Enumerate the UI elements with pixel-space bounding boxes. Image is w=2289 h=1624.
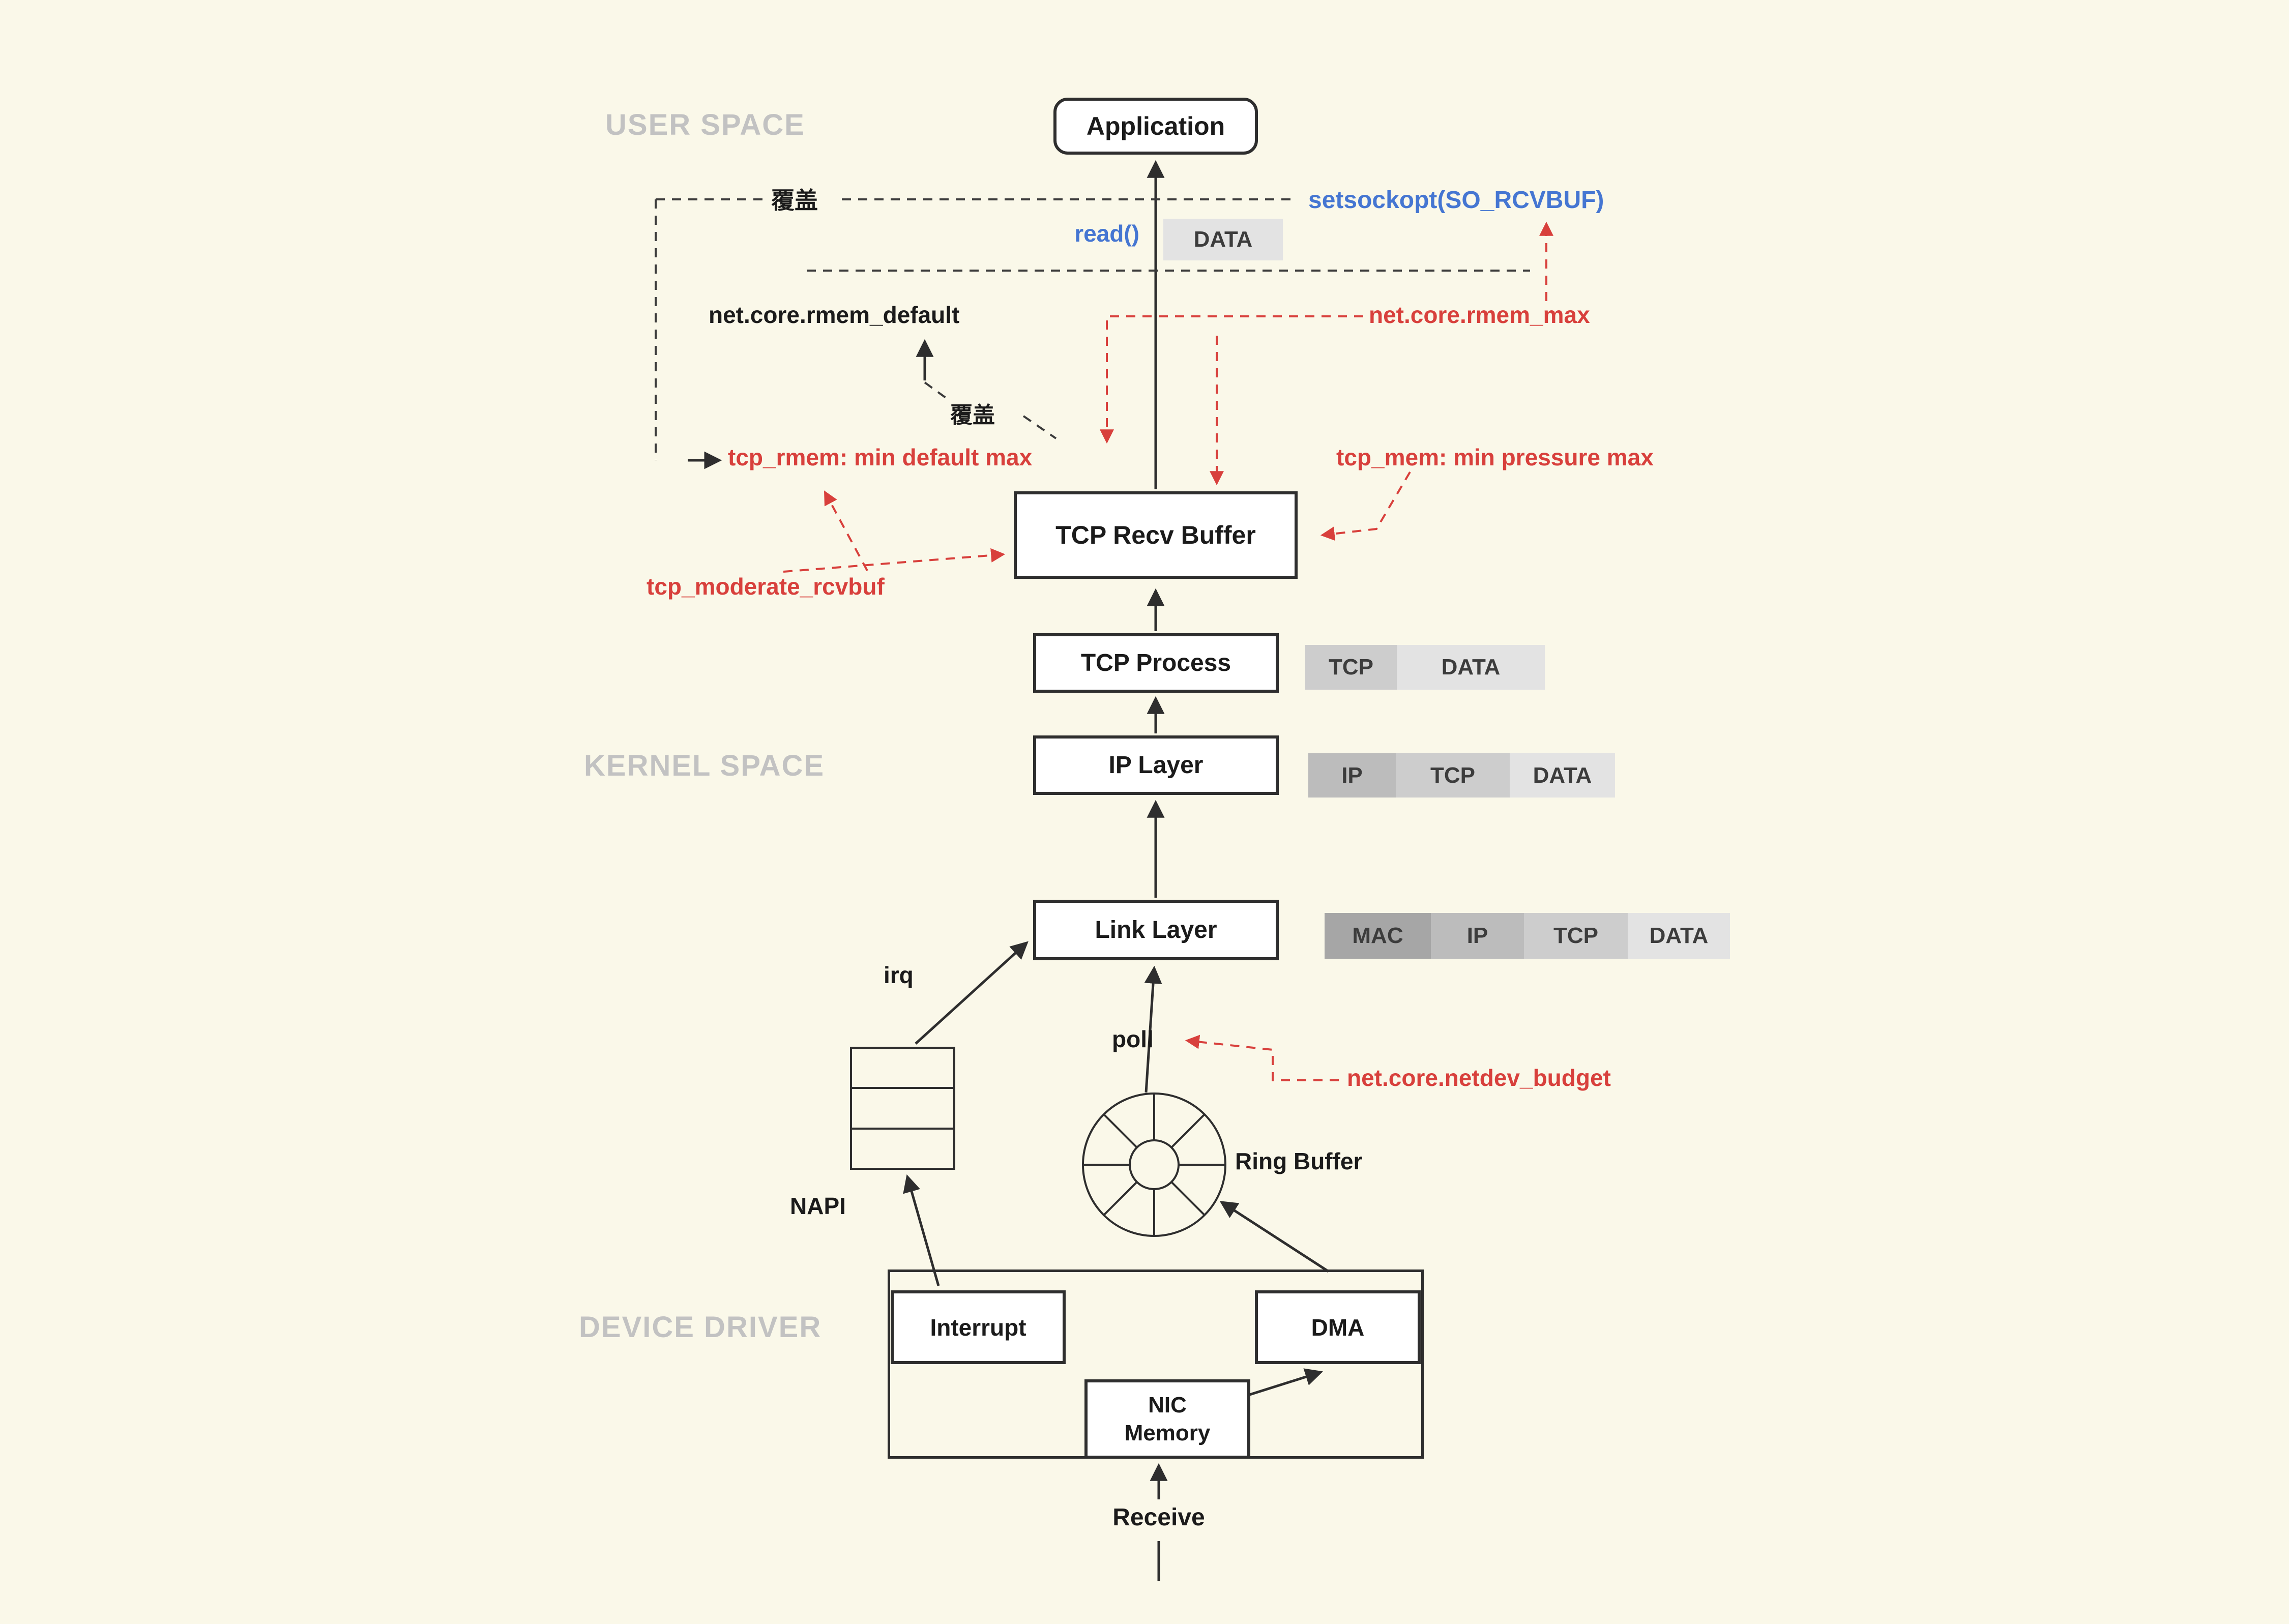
ring-buffer-spoke bbox=[1170, 1181, 1206, 1216]
packet-segment-data: DATA bbox=[1628, 913, 1730, 959]
section-device-driver: DEVICE DRIVER bbox=[579, 1311, 822, 1344]
ring-buffer-spoke bbox=[1103, 1113, 1138, 1148]
packet-segment-ip: IP bbox=[1431, 913, 1524, 959]
dma-node: DMA bbox=[1255, 1290, 1421, 1364]
rmem-max-label: net.core.rmem_max bbox=[1369, 302, 1590, 328]
tcp-process-node: TCP Process bbox=[1033, 633, 1279, 693]
red-arrow-rmemmax-left-down bbox=[1100, 315, 1363, 444]
ring-buffer-outer bbox=[1082, 1092, 1226, 1237]
red-arrow-tcpmem-to-recvbuf bbox=[1320, 471, 1411, 541]
nic-memory-label: NIC Memory bbox=[1124, 1393, 1211, 1445]
tcp-recv-buffer-node: TCP Recv Buffer bbox=[1014, 491, 1298, 579]
red-arrow-netdevbudget-to-poll bbox=[1185, 1035, 1339, 1081]
section-user-space: USER SPACE bbox=[605, 108, 805, 141]
red-arrow-moderate-to-recvbuf bbox=[783, 548, 1006, 573]
packet-segment-data: DATA bbox=[1163, 219, 1283, 260]
receive-label: Receive bbox=[1112, 1504, 1205, 1531]
napi-label: NAPI bbox=[790, 1193, 846, 1219]
nic-memory-node: NIC Memory bbox=[1084, 1379, 1250, 1459]
arrow-napi-to-linklayer bbox=[915, 941, 1029, 1045]
tcp-rmem-label: tcp_rmem: min default max bbox=[728, 444, 1033, 470]
irq-label: irq bbox=[884, 962, 914, 988]
override-top-label: 覆盖 bbox=[771, 187, 818, 214]
packet-segment-tcp: TCP bbox=[1524, 913, 1628, 959]
packet-segment-data: DATA bbox=[1510, 753, 1615, 798]
interrupt-node: Interrupt bbox=[891, 1290, 1066, 1364]
ring-buffer-icon bbox=[1082, 1092, 1226, 1237]
application-node: Application bbox=[1053, 98, 1258, 155]
dash-override-mid-right bbox=[1022, 415, 1057, 439]
setsockopt-label: setsockopt(SO_RCVBUF) bbox=[1308, 187, 1604, 214]
packet-ip-tcp-data: IP TCP DATA bbox=[1308, 753, 1615, 798]
packet-segment-tcp: TCP bbox=[1396, 753, 1510, 798]
packet-tcp-data: TCP DATA bbox=[1305, 645, 1545, 690]
packet-data-only: DATA bbox=[1163, 219, 1283, 260]
poll-label: poll bbox=[1112, 1026, 1154, 1052]
ip-layer-node: IP Layer bbox=[1033, 735, 1279, 795]
packet-segment-data: DATA bbox=[1397, 645, 1545, 690]
override-mid-label: 覆盖 bbox=[950, 403, 995, 428]
tcp-mem-label: tcp_mem: min pressure max bbox=[1336, 444, 1654, 470]
tcp-moderate-rcvbuf-label: tcp_moderate_rcvbuf bbox=[647, 573, 885, 600]
ring-buffer-spoke bbox=[1103, 1181, 1138, 1216]
dash-override-mid-left bbox=[924, 381, 948, 400]
red-arrow-moderate-to-tcprmem bbox=[824, 490, 868, 571]
arrow-dma-to-ringbuffer bbox=[1219, 1201, 1330, 1273]
packet-segment-ip: IP bbox=[1308, 753, 1396, 798]
packet-mac-ip-tcp-data: MAC IP TCP DATA bbox=[1325, 913, 1730, 959]
section-kernel-space: KERNEL SPACE bbox=[584, 749, 825, 782]
ring-buffer-inner bbox=[1129, 1139, 1180, 1190]
rmem-default-label: net.core.rmem_default bbox=[709, 302, 960, 328]
packet-segment-mac: MAC bbox=[1325, 913, 1431, 959]
read-call-label: read() bbox=[1074, 220, 1139, 247]
netdev-budget-label: net.core.netdev_budget bbox=[1347, 1065, 1611, 1091]
ring-buffer-spoke bbox=[1170, 1113, 1206, 1148]
napi-queue bbox=[850, 1047, 955, 1170]
napi-queue-box bbox=[850, 1047, 955, 1170]
link-layer-node: Link Layer bbox=[1033, 900, 1279, 960]
packet-segment-tcp: TCP bbox=[1305, 645, 1397, 690]
ring-buffer-label: Ring Buffer bbox=[1235, 1148, 1363, 1174]
